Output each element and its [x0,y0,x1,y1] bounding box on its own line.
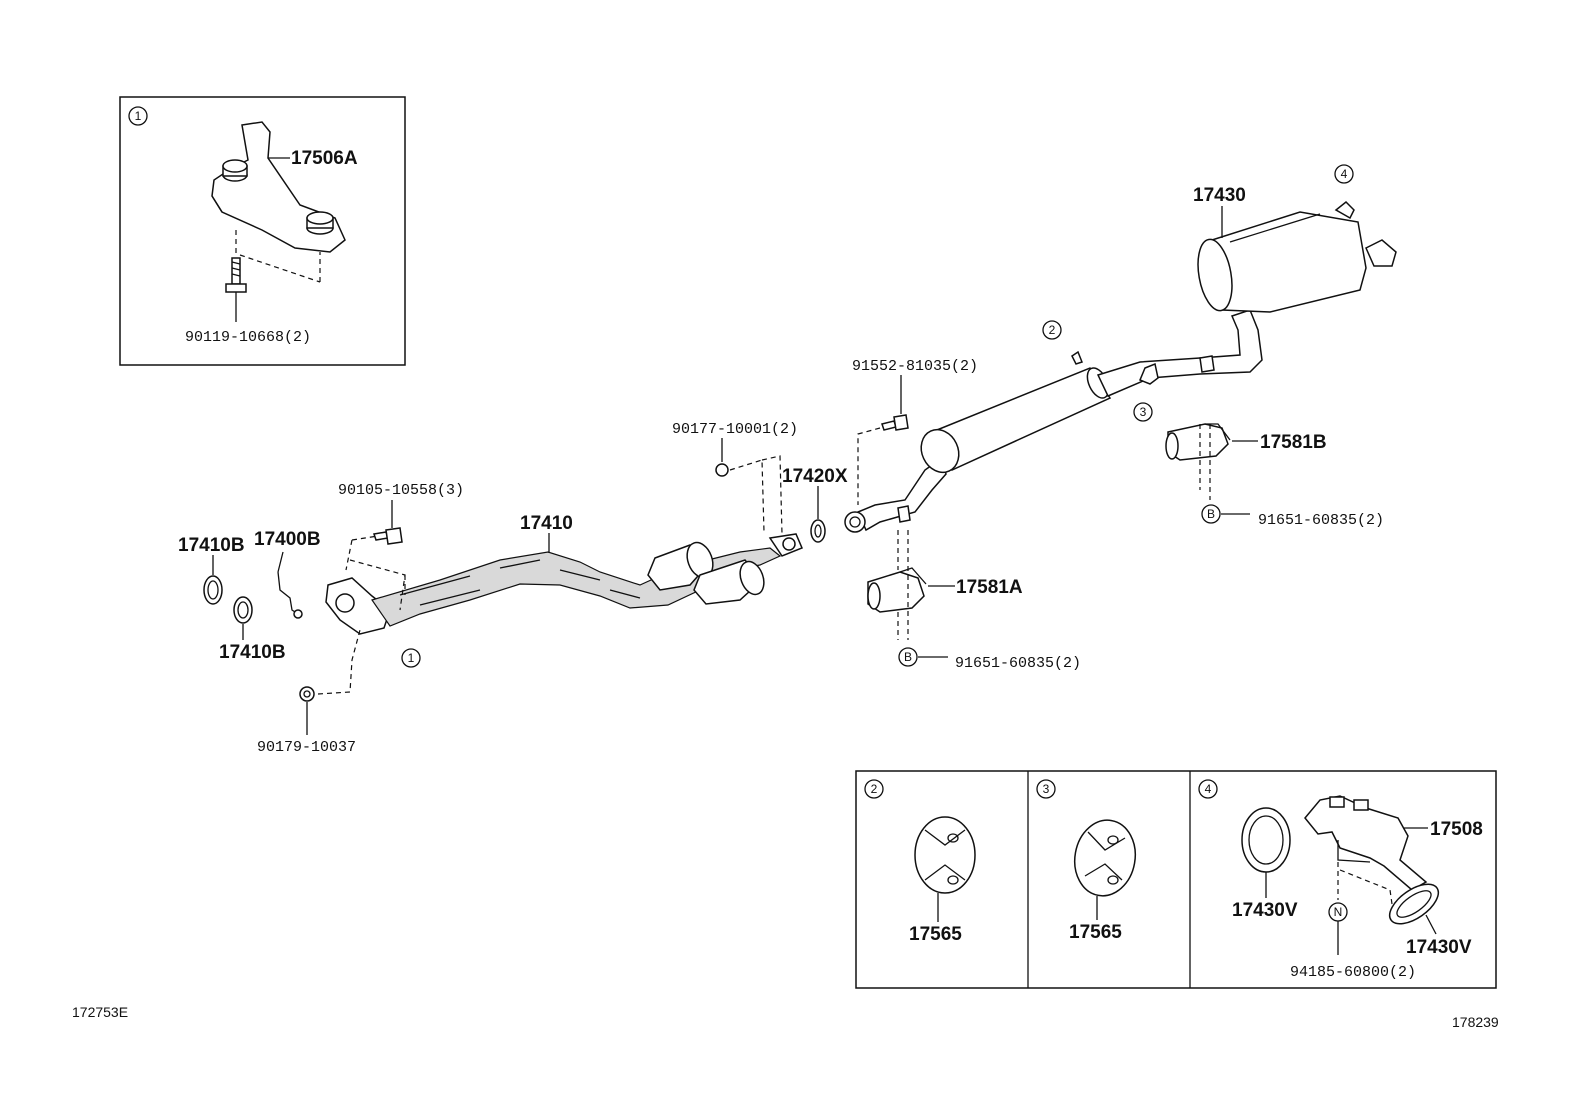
label-17430V-left: 17430V [1232,900,1298,921]
inset-1-bracket: 1 17506A 90119-10668(2) [119,96,406,366]
label-17508: 17508 [1430,819,1483,840]
label-17581B: 17581B [1260,432,1327,453]
label-17410: 17410 [520,513,573,534]
label-17410B-bottom: 17410B [219,642,286,663]
sensor-17400B: 17400B [254,529,321,619]
callout-2-pipe: 2 [1049,323,1056,337]
detail-4-muffler-bracket: 4 17430V 17508 17430V N 94185-60800(2) [1198,779,1483,981]
callout-4-detail: 4 [1205,782,1212,796]
label-91552-81035: 91552-81035(2) [852,358,978,375]
detail-2-hanger-rubber: 2 17565 [864,779,976,945]
label-91651-60835-upper: 91651-60835(2) [1258,512,1384,529]
main-muffler-17430: 17430 4 [1193,164,1397,313]
detail-3-hanger-rubber: 3 17565 [1036,779,1137,943]
nut-90177: 90177-10001(2) [672,421,798,535]
label-91651-60835-lower: 91651-60835(2) [955,655,1081,672]
callout-n: N [1334,905,1343,919]
label-90179-10037: 90179-10037 [257,739,356,756]
reference-code-right: 178239 [1452,1014,1499,1030]
callout-b-lower: B [904,650,912,664]
callout-b-upper: B [1207,507,1215,521]
label-17581A: 17581A [956,577,1023,598]
label-17506A: 17506A [291,148,358,169]
catalytic-converter-lower [693,559,765,605]
hanger-17581A: 17581A B 91651-60835(2) [867,530,1081,672]
gasket-17410B-bottom: 17410B [219,596,286,663]
callout-1-inset: 1 [135,109,142,123]
hanger-17581B: 17581B B 91651-60835(2) [1165,423,1384,529]
label-17565-b: 17565 [1069,922,1122,943]
label-17430: 17430 [1193,185,1246,206]
label-17420X: 17420X [782,466,848,487]
callout-1-pipe: 1 [408,651,415,665]
callout-3-detail: 3 [1043,782,1050,796]
reference-code-left: 172753E [72,1004,128,1020]
front-pipe-assembly: 17410 1 90105-10558(3) 90179-10037 [257,482,803,756]
label-94185-60800: 94185-60800(2) [1290,964,1416,981]
label-17430V-right: 17430V [1406,937,1472,958]
callout-2-detail: 2 [871,782,878,796]
label-17400B: 17400B [254,529,321,550]
callout-4-muffler: 4 [1341,167,1348,181]
catalytic-converter-upper [647,541,714,591]
label-90177-10001: 90177-10001(2) [672,421,798,438]
gasket-17420X: 17420X [782,466,848,543]
detail-boxes: 2 17565 3 17565 4 17430V [855,770,1497,989]
gasket-17410B-top: 17410B [178,535,245,605]
center-pipe-assembly: 2 3 91552-81035(2) [844,309,1263,533]
label-17565-a: 17565 [909,924,962,945]
label-90105-10558: 90105-10558(3) [338,482,464,499]
label-17410B-top: 17410B [178,535,245,556]
label-90119-10668: 90119-10668(2) [185,329,311,346]
callout-3-pipe: 3 [1140,405,1147,419]
